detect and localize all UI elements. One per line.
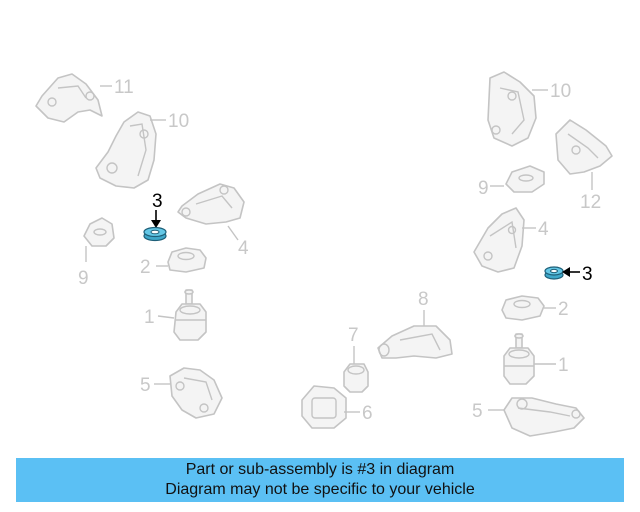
leader-4-left — [227, 225, 239, 241]
label-5-left: 5 — [140, 375, 151, 396]
label-7-center: 7 — [348, 325, 359, 346]
label-10-left: 10 — [168, 111, 189, 132]
label-2-left: 2 — [140, 257, 151, 278]
part-3-left-highlighted[interactable] — [143, 226, 167, 242]
label-6-center: 6 — [362, 403, 373, 424]
part-12-right[interactable] — [555, 119, 613, 175]
label-1-left: 1 — [144, 307, 155, 328]
part-8-center[interactable] — [377, 325, 453, 359]
part-4-right[interactable] — [473, 207, 525, 273]
label-12-right: 12 — [580, 192, 601, 213]
label-2-right: 2 — [558, 299, 569, 320]
label-3-left: 3 — [152, 191, 163, 212]
label-1-right: 1 — [558, 355, 569, 376]
part-7-center[interactable] — [343, 363, 369, 393]
label-11-left: 11 — [114, 77, 134, 98]
label-4-right: 4 — [538, 219, 549, 240]
part-2-right[interactable] — [501, 295, 545, 321]
label-4-left: 4 — [238, 238, 249, 259]
label-10-right: 10 — [550, 81, 571, 102]
part-10-right[interactable] — [487, 71, 537, 147]
part-11-left[interactable] — [35, 73, 103, 123]
arrow-3-right — [562, 267, 570, 277]
part-2-left[interactable] — [167, 247, 207, 273]
info-banner: Part or sub-assembly is #3 in diagram Di… — [16, 458, 624, 502]
part-4-left[interactable] — [177, 183, 245, 225]
label-9-left: 9 — [78, 268, 89, 289]
part-9-left[interactable] — [83, 217, 115, 247]
part-6-center[interactable] — [301, 385, 347, 429]
leader-1-left — [157, 315, 175, 319]
label-9-right: 9 — [478, 178, 489, 199]
part-9-right[interactable] — [505, 165, 545, 193]
label-5-right: 5 — [472, 401, 483, 422]
arrow-3-left — [151, 220, 161, 228]
part-1-left[interactable] — [173, 289, 207, 341]
banner-line-2: Diagram may not be specific to your vehi… — [165, 481, 475, 498]
banner-line-1: Part or sub-assembly is #3 in diagram — [185, 461, 455, 478]
part-10-left[interactable] — [95, 111, 157, 189]
label-3-right: 3 — [582, 264, 593, 285]
info-banner-background — [16, 458, 624, 502]
part-1-right[interactable] — [503, 333, 535, 385]
part-5-right[interactable] — [503, 397, 585, 437]
label-8-center: 8 — [418, 289, 429, 310]
part-3-right-highlighted[interactable] — [544, 266, 564, 280]
part-5-left[interactable] — [169, 367, 223, 419]
